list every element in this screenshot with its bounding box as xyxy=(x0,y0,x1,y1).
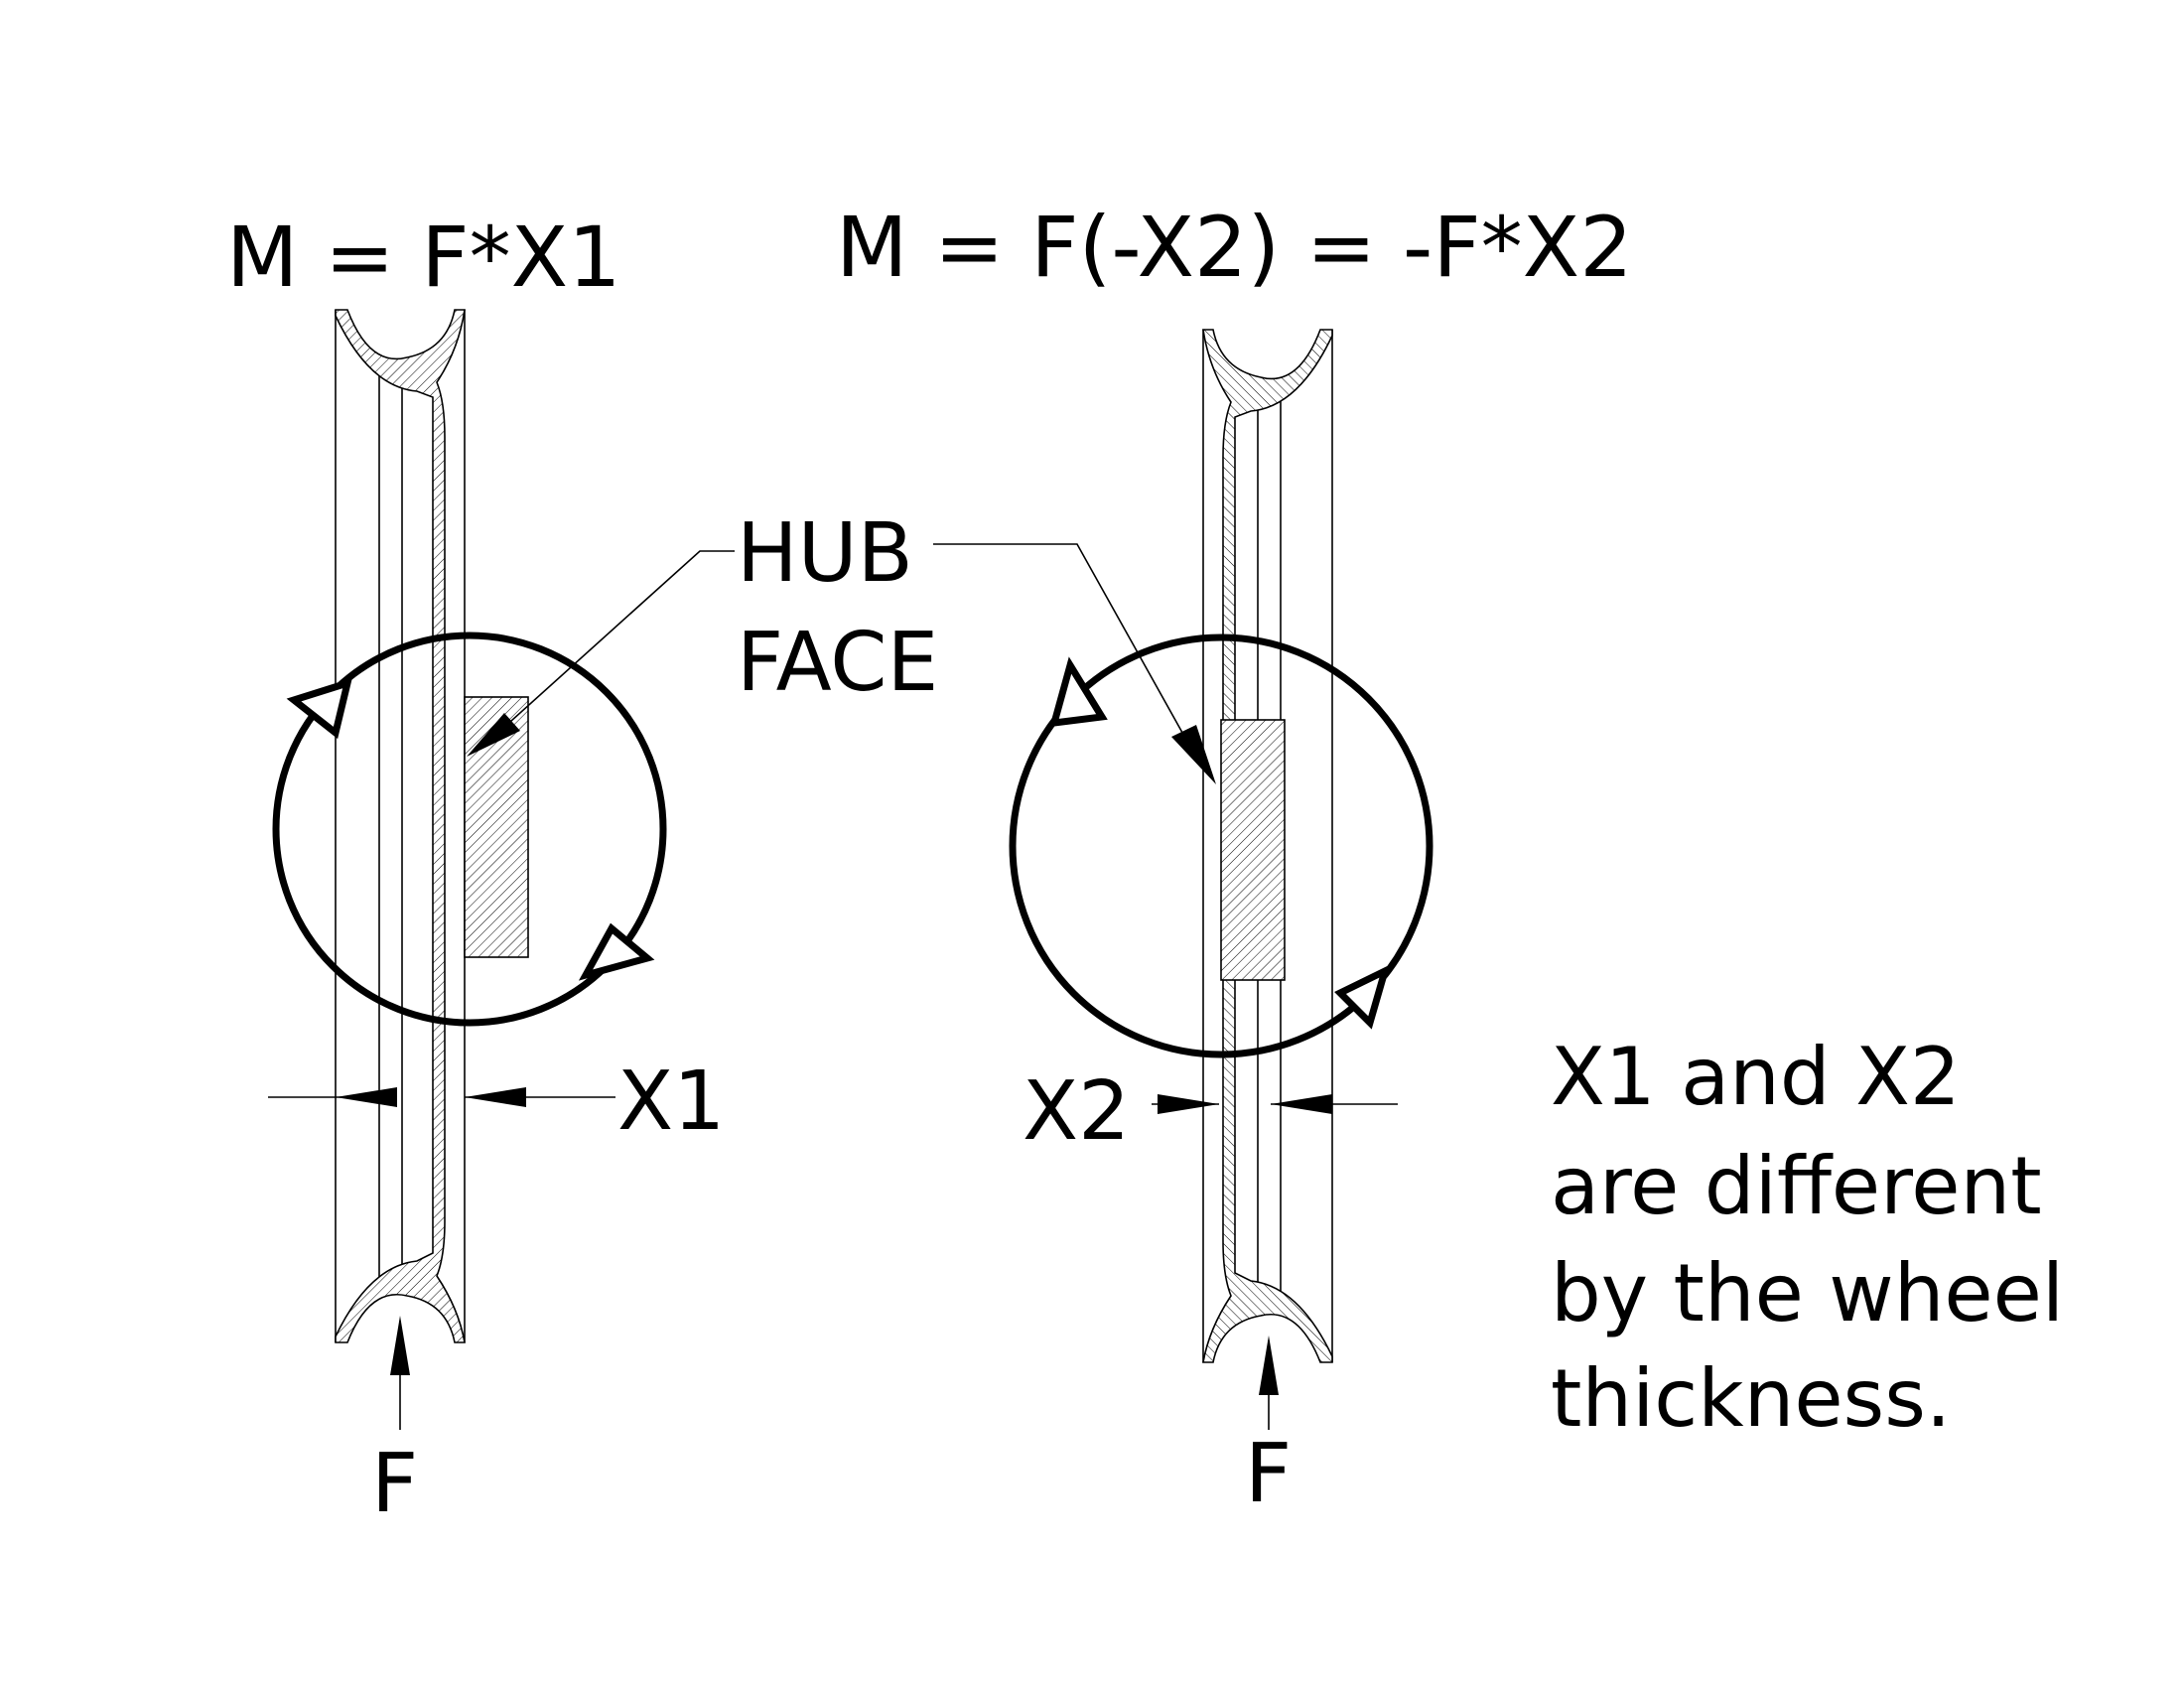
right-moment-arrow xyxy=(1009,633,1433,1058)
right-force-label: F xyxy=(1245,1427,1292,1521)
note-line-3: by the wheel xyxy=(1551,1247,2064,1339)
left-top-flange xyxy=(335,309,466,1343)
hub-label-line1: HUB xyxy=(737,506,913,601)
right-x2-dimension xyxy=(1152,1094,1398,1114)
right-moment-arrowhead-upper xyxy=(1049,656,1108,728)
note-line-4: thickness. xyxy=(1551,1352,1951,1445)
note-line-2: are different xyxy=(1551,1140,2042,1232)
right-moment-equation: M = F(-X2) = -F*X2 xyxy=(836,199,1633,296)
right-force-arrow xyxy=(1259,1336,1279,1430)
note-line-1: X1 and X2 xyxy=(1551,1031,1961,1123)
left-moment-arrowhead-lower xyxy=(578,922,655,981)
left-force-label: F xyxy=(371,1437,418,1531)
right-hub-face xyxy=(1220,719,1286,981)
left-x1-dimension xyxy=(268,1087,615,1107)
x2-dimension-label: X2 xyxy=(1023,1064,1130,1159)
right-moment-arrowhead-lower xyxy=(1334,964,1391,1030)
left-moment-arrowhead-upper xyxy=(286,677,352,740)
left-moment-equation: M = F*X1 xyxy=(226,209,621,306)
left-moment-arrow xyxy=(272,632,667,1027)
left-wheel-section xyxy=(335,309,529,1343)
left-force-arrow xyxy=(390,1316,410,1430)
x1-dimension-label: X1 xyxy=(617,1055,725,1149)
hub-face-leaders xyxy=(467,543,1216,784)
hub-label-line2: FACE xyxy=(737,616,938,710)
